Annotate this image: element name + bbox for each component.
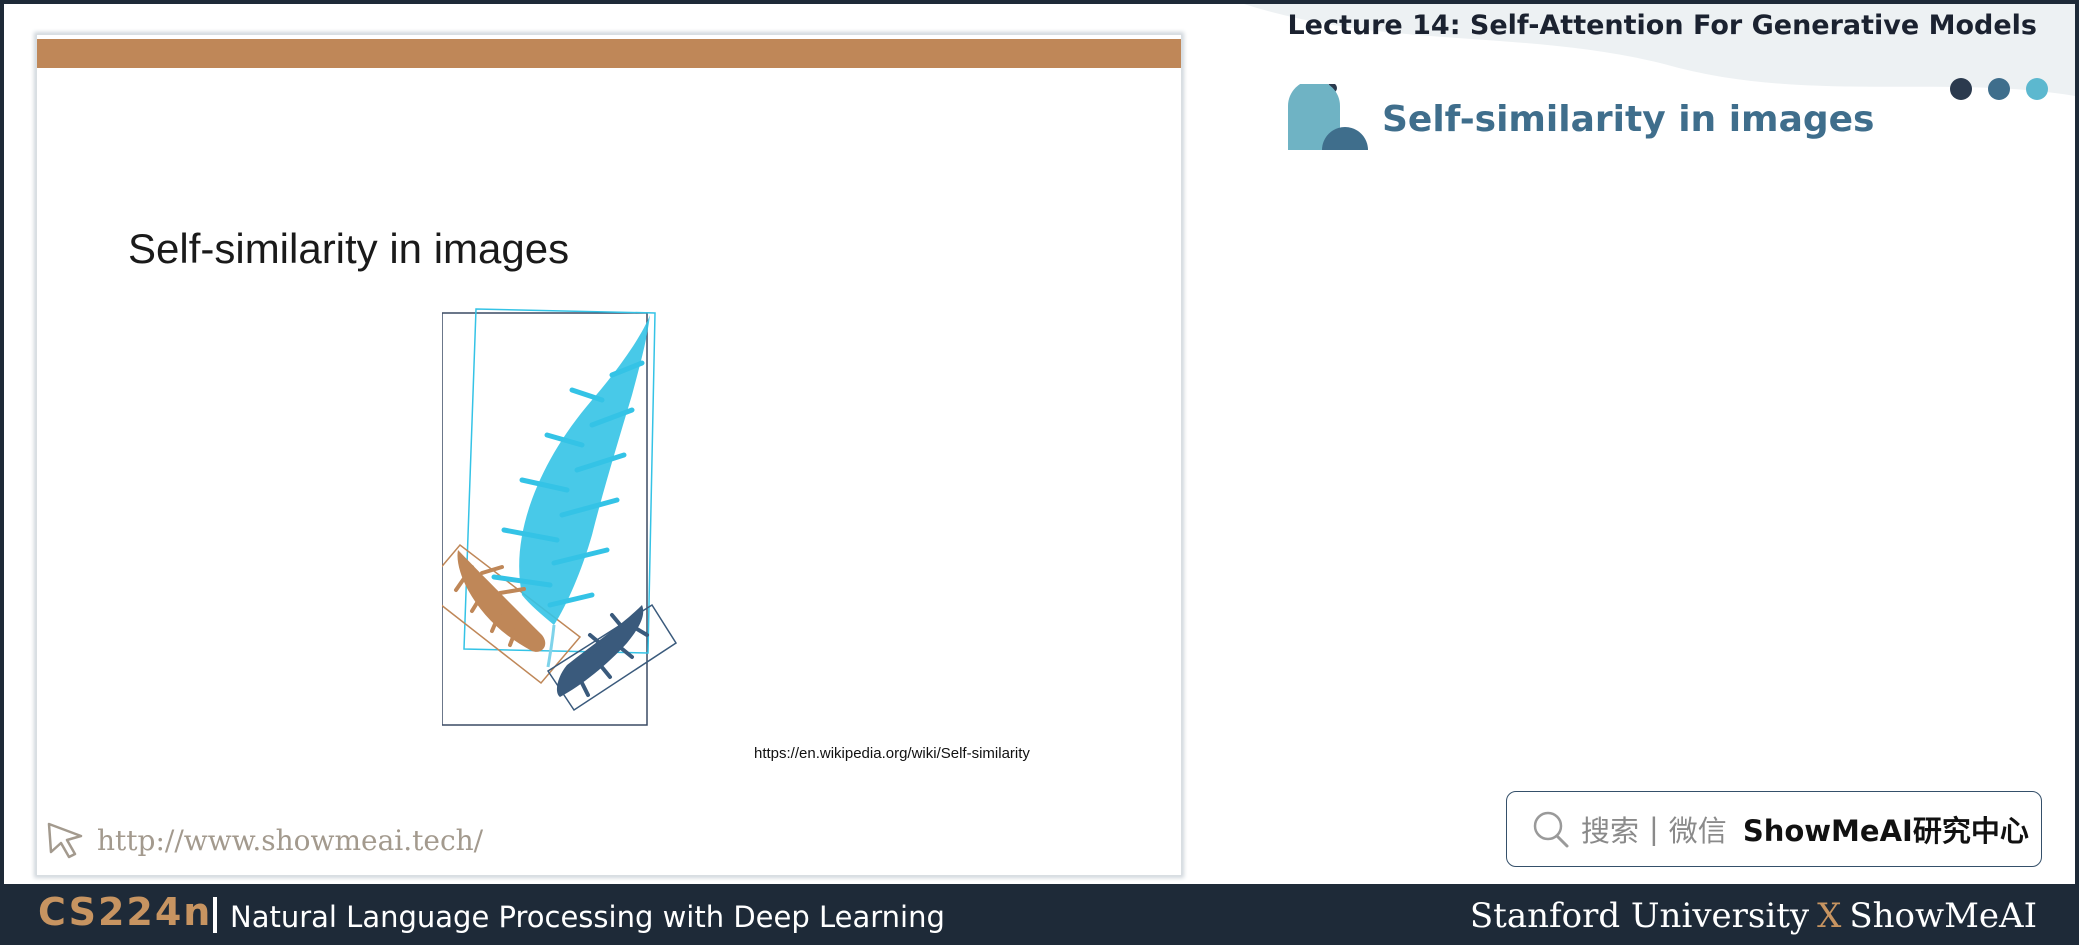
watermark-url-text: http://www.showmeai.tech/ — [97, 823, 484, 857]
lecture-frame: Lecture 14: Self-Attention For Generativ… — [4, 4, 2075, 884]
search-box[interactable]: 搜索 | 微信 ShowMeAI研究中心 — [1506, 791, 2042, 867]
fern-right-leaf — [556, 605, 649, 697]
lecture-title: Lecture 14: Self-Attention For Generativ… — [1287, 10, 2037, 41]
x-separator: X — [1817, 896, 1842, 936]
nav-dots — [1950, 78, 2048, 100]
fern-main — [491, 315, 650, 668]
nav-dot-2 — [1988, 78, 2010, 100]
slide-top-bar — [37, 39, 1181, 68]
slide-panel: Self-similarity in images — [36, 34, 1182, 876]
fern-outer-box — [442, 312, 648, 726]
source-link[interactable]: https://en.wikipedia.org/wiki/Self-simil… — [754, 745, 1030, 762]
search-separator: | — [1649, 812, 1659, 846]
fern-left-leaf — [454, 550, 546, 652]
slide-title: Self-similarity in images — [128, 225, 570, 272]
search-brand: ShowMeAI研究中心 — [1742, 814, 2029, 848]
header-wave-decoration — [1244, 4, 2075, 96]
search-icon — [1533, 811, 1569, 848]
nav-dot-3 — [2026, 78, 2048, 100]
section-heading-label: Self-similarity in images — [1382, 98, 1875, 140]
course-name: Natural Language Processing with Deep Le… — [230, 900, 945, 934]
course-code: CS224n — [38, 890, 213, 934]
bottom-bar: CS224n Natural Language Processing with … — [0, 884, 2079, 945]
fern-top-box — [463, 308, 656, 654]
watermark-url[interactable]: http://www.showmeai.tech/ — [45, 820, 483, 860]
university-name: Stanford University — [1469, 896, 1810, 936]
cursor-icon — [47, 822, 83, 859]
partner-name: ShowMeAI — [1849, 896, 2037, 936]
fern-left-box — [442, 543, 582, 685]
fern-figure — [442, 308, 678, 726]
nav-dot-1 — [1950, 78, 1972, 100]
course-divider — [213, 897, 217, 933]
search-hint: 搜索 — [1581, 814, 1640, 848]
wechat-hint: 微信 — [1668, 814, 1727, 848]
section-heading: Self-similarity in images — [1286, 84, 1874, 154]
section-logo-icon — [1288, 84, 1368, 150]
